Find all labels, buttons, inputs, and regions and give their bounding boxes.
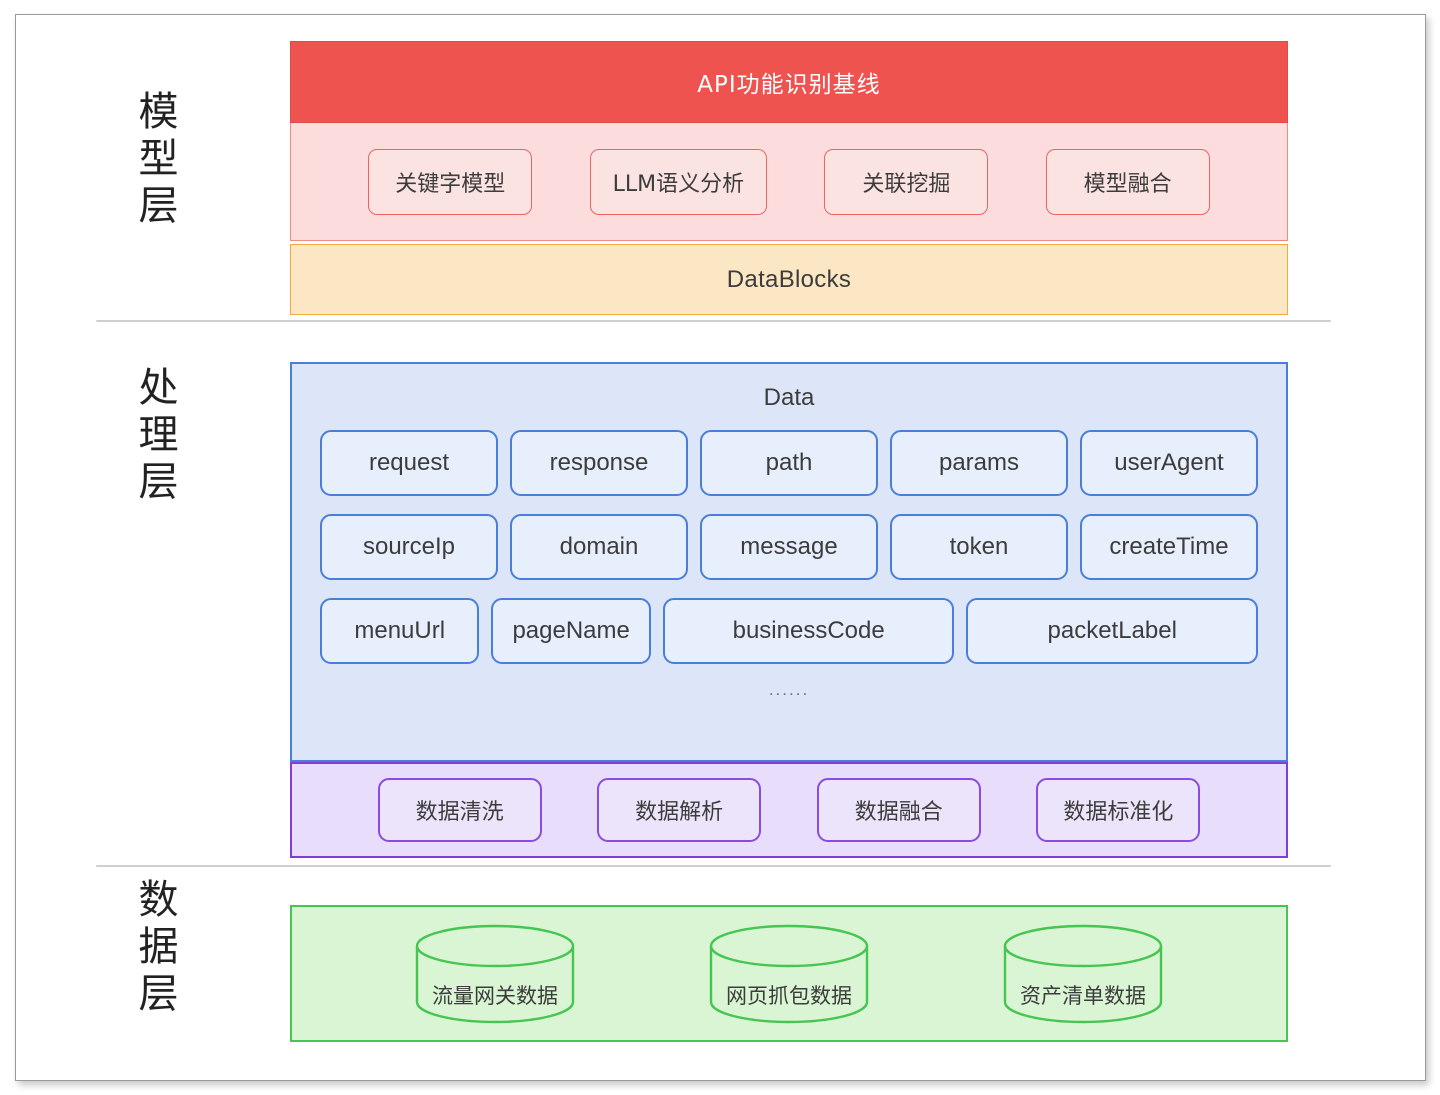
field-chip-params[interactable]: params [890, 430, 1068, 496]
process-chip-data-parsing[interactable]: 数据解析 [597, 778, 762, 842]
layer-label-model: 模 型 层 [138, 89, 180, 230]
storage-sources-panel: 流量网关数据 网页抓包数据 资产清单数据 [290, 905, 1288, 1042]
database-icon [1003, 924, 1163, 1023]
database-cylinder-traffic-gateway[interactable]: 流量网关数据 [404, 922, 586, 1026]
layer-label-process: 处 理 层 [138, 365, 180, 506]
field-chip-path[interactable]: path [700, 430, 878, 496]
data-fields-panel: Data request response path params userAg… [290, 362, 1288, 762]
field-chip-response[interactable]: response [510, 430, 688, 496]
model-chip-association-mining[interactable]: 关联挖掘 [824, 148, 989, 215]
field-chip-createtime[interactable]: createTime [1080, 514, 1258, 580]
field-chip-pagename[interactable]: pageName [491, 598, 651, 664]
model-chip-model-fusion[interactable]: 模型融合 [1045, 148, 1210, 215]
store-label-asset-inventory: 资产清单数据 [1020, 983, 1146, 1008]
database-cylinder-web-capture[interactable]: 网页抓包数据 [698, 922, 880, 1026]
field-row-1: request response path params userAgent [292, 430, 1286, 496]
field-chip-domain[interactable]: domain [510, 514, 688, 580]
field-row-2: sourceIp domain message token createTime [292, 514, 1286, 580]
field-chip-businesscode[interactable]: businessCode [662, 598, 955, 664]
datablocks-label: DataBlocks [726, 265, 852, 293]
field-chip-menuurl[interactable]: menuUrl [320, 598, 480, 664]
field-chip-sourceip[interactable]: sourceIp [320, 514, 498, 580]
field-chip-useragent[interactable]: userAgent [1080, 430, 1258, 496]
data-panel-title: Data [763, 384, 815, 411]
divider-process-storage [96, 865, 1331, 867]
store-label-traffic-gateway: 流量网关数据 [432, 983, 558, 1008]
model-chip-keyword[interactable]: 关键字模型 [368, 148, 533, 215]
process-chip-row: 数据清洗 数据解析 数据融合 数据标准化 [290, 762, 1288, 858]
model-chip-llm-semantic[interactable]: LLM语义分析 [589, 148, 768, 215]
field-chip-message[interactable]: message [700, 514, 878, 580]
model-baseline-title: API功能识别基线 [697, 72, 881, 98]
model-chip-row: 关键字模型 LLM语义分析 关联挖掘 模型融合 [290, 123, 1288, 241]
process-chip-data-cleaning[interactable]: 数据清洗 [377, 778, 542, 842]
diagram-card: 模 型 层 API功能识别基线 关键字模型 LLM语义分析 关联挖掘 模型融合 … [15, 14, 1426, 1081]
layer-label-storage: 数 据 层 [138, 877, 180, 1018]
field-chip-packetlabel[interactable]: packetLabel [966, 598, 1258, 664]
field-chip-token[interactable]: token [890, 514, 1068, 580]
database-cylinder-asset-inventory[interactable]: 资产清单数据 [992, 922, 1174, 1026]
store-label-web-capture: 网页抓包数据 [726, 983, 852, 1008]
process-chip-data-fusion[interactable]: 数据融合 [816, 778, 981, 842]
model-baseline-banner: API功能识别基线 [290, 41, 1288, 123]
process-chip-data-standardization[interactable]: 数据标准化 [1036, 778, 1201, 842]
field-chip-request[interactable]: request [320, 430, 498, 496]
field-row-3: menuUrl pageName businessCode packetLabe… [292, 598, 1286, 664]
field-ellipsis: ...... [768, 680, 810, 699]
database-icon [709, 924, 869, 1023]
database-icon [415, 924, 575, 1023]
divider-model-process [96, 320, 1331, 322]
datablocks-bar: DataBlocks [290, 244, 1288, 315]
